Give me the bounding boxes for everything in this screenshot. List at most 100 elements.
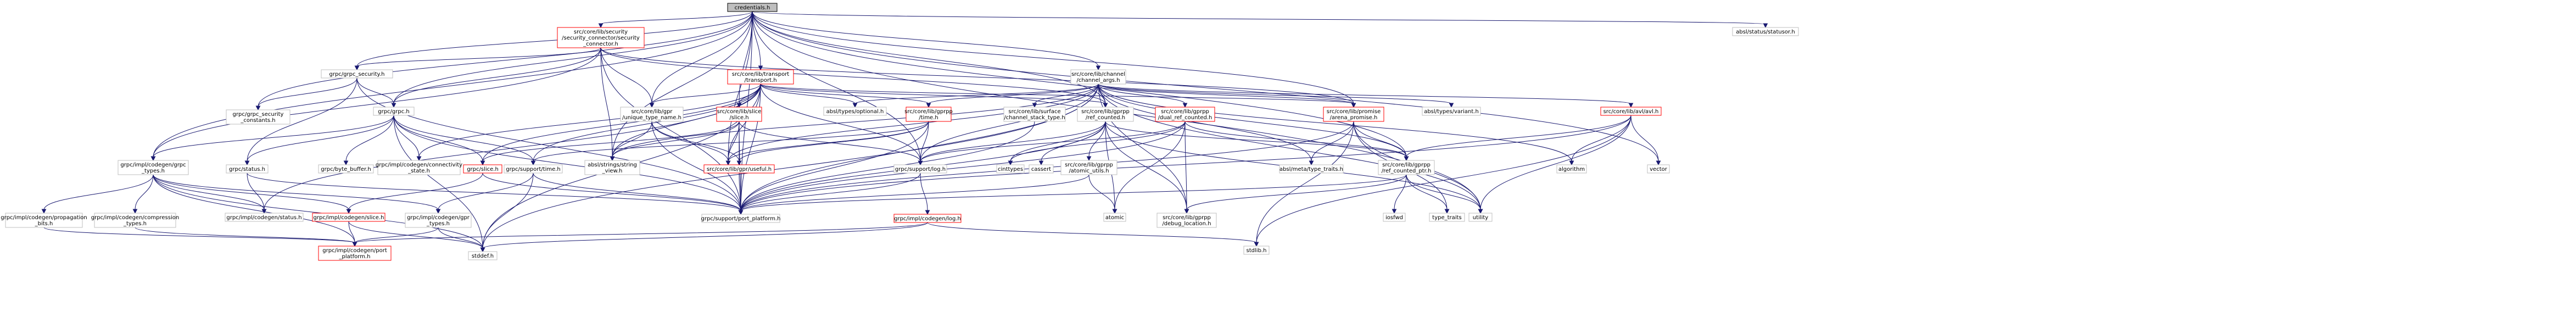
node-label: absl/types/optional.h [826, 109, 884, 115]
node-box [226, 164, 269, 174]
node-ref-counted-ptr[interactable]: src/core/lib/gprpp/ref_counted_ptr.h [1378, 160, 1435, 175]
node-box [727, 3, 778, 12]
node-iosfwd[interactable]: iosfwd [1383, 213, 1406, 222]
node-label: _state.h [407, 168, 430, 174]
node-support-log[interactable]: grpc/support/log.h [893, 164, 947, 174]
node-box [1600, 107, 1662, 116]
node-dual-ref-counted[interactable]: src/core/lib/gprpp/dual_ref_counted.h [1155, 107, 1215, 122]
node-algorithm[interactable]: algorithm [1556, 164, 1587, 174]
node-status-h[interactable]: grpc/status.h [226, 164, 269, 174]
node-impl-slice[interactable]: grpc/impl/codegen/slice.h [312, 213, 385, 222]
node-label: grpc/impl/codegen/gpr [407, 215, 470, 221]
node-vector[interactable]: vector [1647, 164, 1670, 174]
node-stdlib[interactable]: stdlib.h [1243, 246, 1270, 255]
edge-arena_promise-to-type_traits_absl [1309, 121, 1354, 166]
edge-arena_promise-to-stdlib [1254, 121, 1354, 247]
node-grpc-h[interactable]: grpc/grpc.h [373, 107, 415, 116]
node-grpc-slice[interactable]: grpc/slice.h [463, 164, 502, 174]
node-port-platform-codegen[interactable]: grpc/impl/codegen/port_platform.h [318, 246, 392, 261]
node-type-traits[interactable]: type_traits [1429, 213, 1465, 222]
edge-avl-to-support_port_platform [738, 115, 1631, 215]
edge-grpc_h-to-support_time [393, 115, 536, 166]
node-impl-status[interactable]: grpc/impl/codegen/status.h [225, 213, 304, 222]
node-arena-promise[interactable]: src/core/lib/promise/arena_promise.h [1323, 107, 1384, 122]
edge-transport-to-time_lib [760, 83, 931, 108]
node-box [1243, 246, 1270, 255]
node-box [118, 160, 189, 175]
edge-time_lib-to-support_time [530, 121, 929, 166]
node-useful[interactable]: src/core/lib/gpr/useful.h [703, 164, 775, 174]
node-channel-stack-type[interactable]: src/core/lib/surface/channel_stack_type.… [1003, 107, 1066, 122]
node-label: _platform.h [338, 254, 370, 260]
node-box [1732, 27, 1799, 36]
node-cassert[interactable]: cassert [1029, 164, 1054, 174]
node-support-time[interactable]: grpc/support/time.h [504, 164, 563, 174]
node-label: /ref_counted.h [1086, 115, 1125, 121]
node-label: grpc/impl/codegen/port [322, 248, 387, 254]
node-label: vector [1650, 166, 1668, 172]
node-slice-lib[interactable]: src/core/lib/slice/slice.h [716, 107, 762, 122]
node-transport[interactable]: src/core/lib/transport/transport.h [727, 69, 794, 85]
node-impl-log[interactable]: grpc/impl/codegen/log.h [893, 214, 962, 223]
edge-sec_conn-to-grpc_security [354, 47, 601, 71]
edge-ref_counted_ptr-to-type_traits [1406, 174, 1450, 214]
node-label: grpc/support/time.h [506, 166, 561, 172]
edge-grpc_slice-to-impl_slice [346, 172, 483, 214]
edge-grpc_h-to-stddef [393, 115, 485, 253]
node-impl-codegen-grpc-types[interactable]: grpc/impl/codegen/grpc_types.h [118, 160, 189, 175]
node-compression-types[interactable]: grpc/impl/codegen/compression_types.h [91, 213, 179, 228]
node-variant[interactable]: absl/types/variant.h [1422, 107, 1481, 116]
node-box [1156, 213, 1217, 228]
node-atomic-utils[interactable]: src/core/lib/gprpp/atomic_utils.h [1060, 160, 1117, 175]
edge-ref_counted_ptr-to-iosfwd [1392, 174, 1407, 214]
node-cinttypes[interactable]: cinttypes [996, 164, 1025, 174]
node-debug-location[interactable]: src/core/lib/gprpp/debug_location.h [1156, 213, 1217, 228]
node-label: grpc/impl/codegen/log.h [894, 216, 961, 222]
node-connectivity-state[interactable]: grpc/impl/codegen/connectivity_state.h [376, 160, 462, 175]
node-byte-buffer[interactable]: grpc/byte_buffer.h [318, 164, 374, 174]
edge-support_time-to-gpr_types [435, 172, 534, 214]
edge-avl-to-vector [1630, 115, 1661, 166]
edge-channel_args-to-avl [1098, 83, 1634, 108]
node-box [716, 107, 762, 122]
node-label: grpc/grpc_security.h [329, 71, 385, 77]
node-label: grpc/support/log.h [895, 166, 946, 172]
edge-root-to-channel_args [752, 11, 1101, 71]
node-gpr-types[interactable]: grpc/impl/codegen/gpr_types.h [405, 213, 472, 228]
node-ref-counted[interactable]: src/core/lib/gprpp/ref_counted.h [1077, 107, 1134, 122]
edge-gpr_types-to-stddef [438, 227, 485, 253]
node-label: grpc/status.h [229, 166, 265, 172]
node-channel-args[interactable]: src/core/lib/channel/channel_args.h [1070, 69, 1126, 85]
edge-grpc_h-to-grpc_slice [393, 115, 485, 166]
node-string-view[interactable]: absl/strings/string_view.h [584, 160, 640, 175]
node-box [1003, 107, 1066, 122]
node-optional[interactable]: absl/types/optional.h [823, 107, 887, 116]
node-box [1155, 107, 1215, 122]
node-box [321, 69, 393, 79]
node-box [1647, 164, 1670, 174]
node-grpc-security[interactable]: grpc/grpc_security.h [321, 69, 393, 79]
node-statusor[interactable]: absl/status/statusor.h [1732, 27, 1799, 36]
edge-root-to-statusor [752, 11, 1768, 29]
edge-channel_args-to-optional [852, 83, 1099, 108]
edge-root-to-unique_type_name [649, 11, 753, 108]
node-stddef[interactable]: stddef.h [468, 251, 498, 260]
node-label: atomic [1105, 215, 1124, 221]
node-atomic[interactable]: atomic [1103, 213, 1126, 222]
node-label: src/core/lib/transport [732, 71, 790, 77]
node-unique-type-name[interactable]: src/core/lib/gpr/unique_type_name.h [620, 107, 684, 122]
node-type-traits-absl[interactable]: absl/meta/type_traits.h [1279, 164, 1344, 174]
node-propagation-bits[interactable]: grpc/impl/codegen/propagation_bits.h [1, 213, 87, 228]
node-grpc-security-constants[interactable]: grpc/grpc_security_constants.h [226, 109, 290, 125]
node-utility[interactable]: utility [1468, 213, 1493, 222]
node-time-lib[interactable]: src/core/lib/gprpp/time.h [904, 107, 953, 122]
node-avl[interactable]: src/core/lib/avl/avl.h [1600, 107, 1662, 116]
node-support-port-platform[interactable]: grpc/support/port_platform.h [701, 214, 781, 223]
node-sec-conn[interactable]: src/core/lib/security/security_connector… [557, 27, 645, 48]
node-box [373, 107, 415, 116]
node-label: /dual_ref_counted.h [1158, 115, 1212, 121]
node-box [405, 213, 472, 228]
node-label: src/core/lib/gpr/useful.h [707, 166, 772, 172]
node-label: src/core/lib/gprpp [904, 109, 953, 115]
edge-impl_codegen_grpc_types-to-impl_slice [153, 174, 351, 214]
